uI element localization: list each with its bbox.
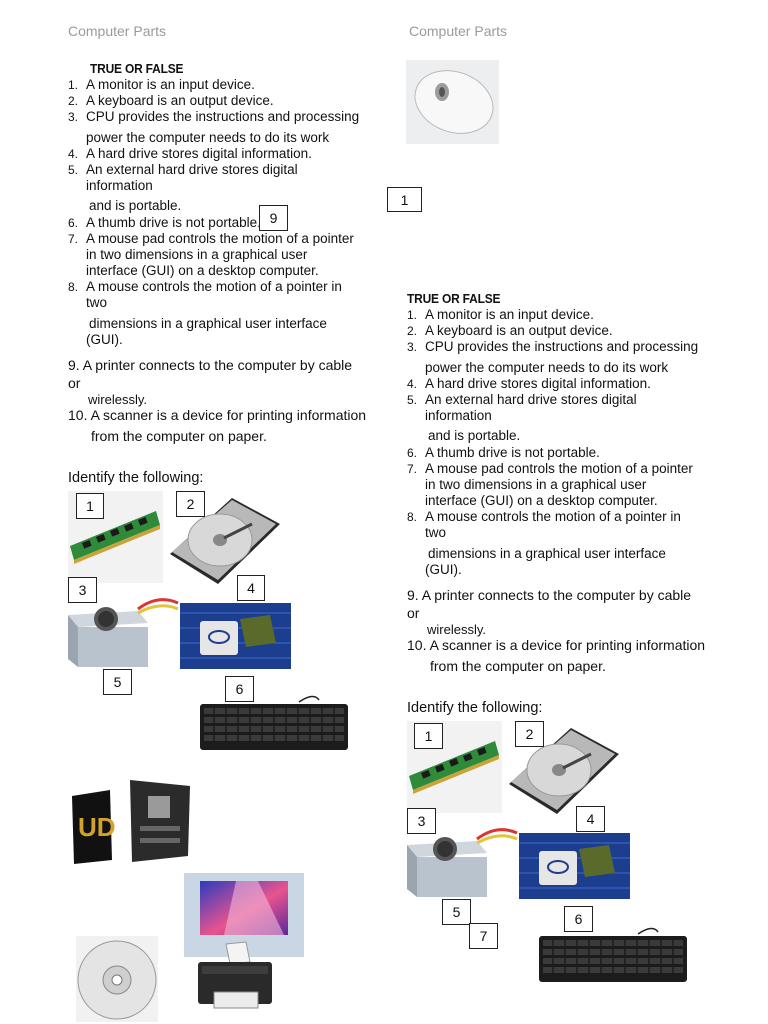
right-q10: 10. A scanner is a device for printing i…	[407, 637, 706, 674]
right-hard-drive-image	[501, 724, 623, 818]
left-q1: 1.A monitor is an input device.	[68, 77, 255, 92]
left-hard-drive-image	[162, 494, 284, 588]
left-number-box-6[interactable]: 6	[225, 676, 254, 702]
left-number-box-4[interactable]: 4	[237, 575, 265, 601]
right-number-box-4[interactable]: 4	[576, 806, 605, 832]
left-ram-image	[68, 491, 163, 583]
right-number-box-2[interactable]: 2	[515, 721, 544, 747]
left-q7: 7.A mouse pad controls the motion of a p…	[68, 230, 354, 279]
left-keyboard-image	[199, 692, 350, 752]
svg-text:UD: UD	[78, 812, 116, 842]
left-q6: 6.A thumb drive is not portable.	[68, 214, 261, 230]
left-printer-image	[196, 940, 274, 1016]
right-q9: 9. A printer connects to the computer by…	[407, 587, 692, 637]
left-cd-image	[76, 936, 158, 1022]
right-mouse-image	[406, 60, 499, 144]
right-number-box-1-top[interactable]: 1	[387, 187, 422, 212]
right-q8-cont: dimensions in a graphical user interface…	[425, 545, 666, 577]
left-q8: 8.A mouse controls the motion of a point…	[68, 279, 342, 311]
left-q5-cont: and is portable.	[89, 198, 182, 214]
left-number-box-5[interactable]: 5	[103, 669, 132, 695]
left-number-box-2[interactable]: 2	[176, 491, 205, 517]
right-number-box-3[interactable]: 3	[407, 808, 436, 834]
right-cpu-image	[519, 833, 630, 899]
right-q3-cont: power the computer needs to do its work	[425, 359, 669, 375]
left-quiz-list: 1.A monitor is an input device. 2.A keyb…	[68, 77, 368, 348]
left-number-box-9[interactable]: 9	[259, 205, 288, 231]
right-q8: 8.A mouse controls the motion of a point…	[407, 509, 681, 541]
left-q8-cont: dimensions in a graphical user interface…	[86, 315, 327, 347]
right-q4: 4.A hard drive stores digital informatio…	[407, 375, 651, 391]
right-identify-heading: Identify the following:	[407, 700, 543, 716]
left-cpu-image	[180, 603, 291, 669]
right-q6: 6.A thumb drive is not portable.	[407, 444, 600, 460]
left-identify-heading: Identify the following:	[68, 470, 204, 486]
right-keyboard-image	[538, 922, 689, 984]
left-power-supply-image	[68, 589, 180, 669]
right-number-box-7[interactable]: 7	[469, 923, 498, 949]
right-number-box-1[interactable]: 1	[414, 723, 443, 749]
left-header: Computer Parts	[68, 23, 167, 39]
right-q5-cont: and is portable.	[428, 428, 521, 444]
left-number-box-3[interactable]: 3	[68, 577, 97, 603]
right-ram-image	[407, 721, 502, 813]
right-header: Computer Parts	[409, 23, 508, 39]
right-number-box-5[interactable]: 5	[442, 899, 471, 925]
left-q9: 9. A printer connects to the computer by…	[68, 357, 353, 407]
left-q4: 4.A hard drive stores digital informatio…	[68, 145, 312, 161]
left-q3-cont: power the computer needs to do its work	[86, 129, 330, 145]
left-q10: 10. A scanner is a device for printing i…	[68, 407, 367, 444]
right-q7: 7.A mouse pad controls the motion of a p…	[407, 460, 693, 509]
left-quiz-title: TRUE OR FALSE	[90, 61, 184, 76]
right-number-box-6[interactable]: 6	[564, 906, 593, 932]
left-q2: 2.A keyboard is an output device.	[68, 93, 274, 109]
left-q3: 3.CPU provides the instructions and proc…	[68, 109, 360, 125]
right-quiz-list: 1.A monitor is an input device. 2.A keyb…	[407, 307, 707, 578]
right-quiz-title: TRUE OR FALSE	[407, 291, 501, 306]
left-number-box-1[interactable]: 1	[76, 493, 104, 519]
right-power-supply-image	[407, 819, 519, 899]
right-q3: 3.CPU provides the instructions and proc…	[407, 339, 699, 355]
left-motherboard-image: UD	[70, 776, 195, 864]
right-q2: 2.A keyboard is an output device.	[407, 323, 613, 339]
right-q1: 1.A monitor is an input device.	[407, 307, 594, 322]
